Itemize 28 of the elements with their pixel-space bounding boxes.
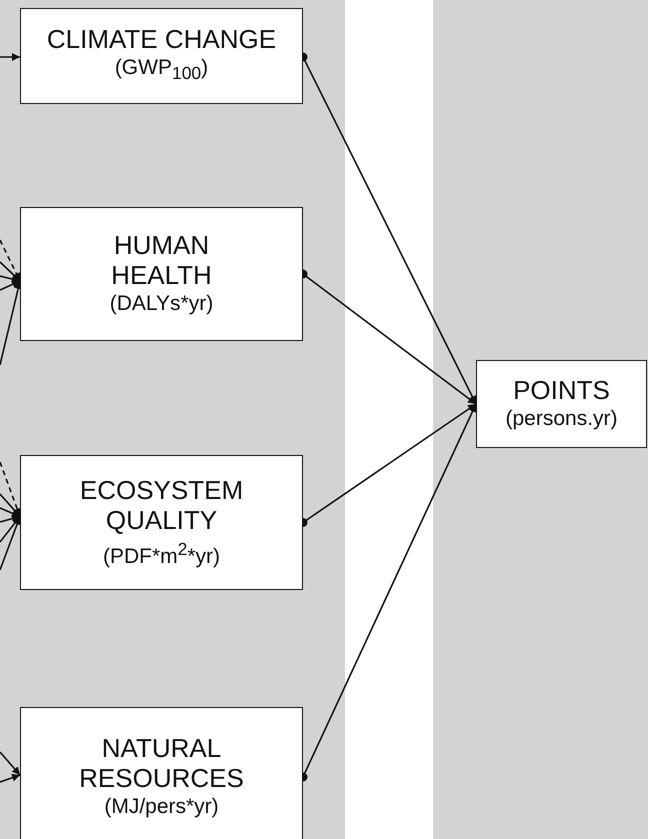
box	[20, 207, 303, 341]
unit-label: (PDF*m$^{2}$*yr)	[102, 538, 220, 570]
box	[20, 455, 303, 590]
arrow	[0, 514, 20, 523]
arrow	[0, 275, 20, 283]
arrow	[0, 516, 21, 570]
arrow	[0, 507, 20, 518]
unit-label: (GWP$_{100}$)	[114, 55, 208, 86]
box-title: NATURAL RESOURCES	[78, 733, 245, 793]
arrow	[0, 280, 22, 366]
unit-label: (persons.yr)	[505, 406, 618, 432]
arrow	[0, 240, 21, 282]
unit-label: (MJ/pers*yr)	[104, 794, 219, 820]
box	[20, 707, 303, 839]
arrow	[0, 751, 21, 776]
arrow	[0, 261, 21, 282]
arrow	[0, 516, 21, 542]
box-title: POINTS	[513, 375, 610, 405]
arrow	[0, 774, 20, 783]
box-title: HUMAN HEALTH	[110, 230, 213, 290]
arrow	[0, 280, 20, 291]
arrow	[0, 462, 21, 517]
unit-label: (DALYs*yr)	[110, 291, 214, 317]
box-title: CLIMATE CHANGE	[46, 24, 276, 54]
box-title: ECOSYSTEM QUALITY	[78, 474, 244, 534]
arrow	[0, 53, 20, 61]
box	[20, 8, 303, 104]
box	[476, 360, 647, 448]
